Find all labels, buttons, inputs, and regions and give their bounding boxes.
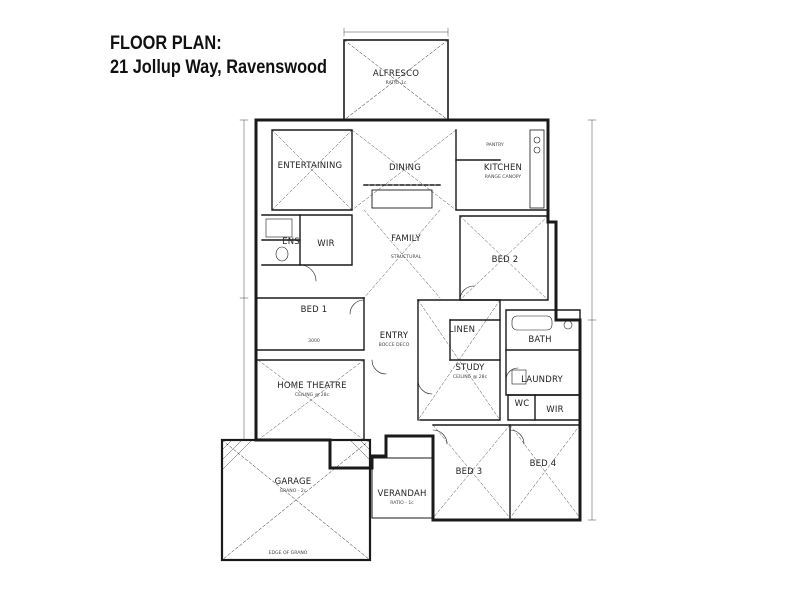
room-note-home-theatre: CEILING @ 28c <box>295 392 330 398</box>
cooktop-icon <box>533 136 541 144</box>
shower-icon <box>265 218 293 238</box>
room-note-garage: GRANO - 2c <box>280 488 307 494</box>
room-note-edge: EDGE OF GRANO <box>269 550 308 556</box>
room-label-bed-4: BED 4 <box>530 459 557 469</box>
room-note-bed-1: 3000 <box>308 338 320 344</box>
room-label-home-theatre: HOME THEATRE <box>277 381 346 391</box>
plan-title-line1: FLOOR PLAN: <box>110 33 222 54</box>
room-label-bed-3: BED 3 <box>456 467 483 477</box>
room-label-bed-1: BED 1 <box>301 305 328 315</box>
basin-icon <box>563 320 573 330</box>
bathtub-icon <box>511 315 553 331</box>
plan-title: FLOOR PLAN: 21 Jollup Way, Ravenswood <box>110 32 362 80</box>
room-label-entry: ENTRY <box>380 331 409 341</box>
room-label-entertaining: ENTERTAINING <box>278 161 343 171</box>
room-note-entry: BOCCE DECO <box>379 342 410 348</box>
hatching <box>221 439 371 471</box>
garage-outline <box>220 438 372 562</box>
toilet-icon <box>275 246 289 262</box>
room-label-linen: LINEN <box>449 325 475 335</box>
room-label-kitchen: KITCHEN <box>484 163 522 173</box>
room-label-alfresco: ALFRESCO <box>373 69 419 79</box>
trough-icon <box>511 369 527 385</box>
door-swings <box>299 264 525 445</box>
dimension-lines <box>239 27 597 521</box>
room-label-laundry: LAUNDRY <box>521 375 563 385</box>
room-label-bath: BATH <box>528 335 551 345</box>
kitchen-island <box>371 189 433 209</box>
room-label-wir-2: WIR <box>546 405 563 415</box>
room-note-alfresco: RATIO-1c <box>386 80 407 86</box>
room-label-verandah: VERANDAH <box>377 489 426 499</box>
verandah-outline <box>371 457 433 519</box>
kitchen-bench <box>529 129 545 209</box>
room-note-kitchen: RANGE CANOPY <box>485 174 522 180</box>
room-note-family: STRUCTURAL <box>391 254 422 260</box>
room-label-garage: GARAGE <box>275 477 312 487</box>
room-label-wir-1: WIR <box>317 239 334 249</box>
room-label-ens: ENS <box>282 237 300 247</box>
room-label-bed-2: BED 2 <box>492 255 519 265</box>
room-note-study: CEILING @ 28c <box>453 374 488 380</box>
ceiling-lines <box>257 129 581 519</box>
outer-wall <box>254 118 582 522</box>
plan-title-address: 21 Jollup Way, Ravenswood <box>110 57 328 78</box>
room-label-pantry: PANTRY <box>486 142 504 148</box>
room-note-verandah: RATIO - 1c <box>390 500 414 506</box>
room-label-family: FAMILY <box>391 234 421 244</box>
room-label-dining: DINING <box>389 163 421 173</box>
room-label-study: STUDY <box>455 363 485 373</box>
room-label-wc: WC <box>515 399 530 409</box>
